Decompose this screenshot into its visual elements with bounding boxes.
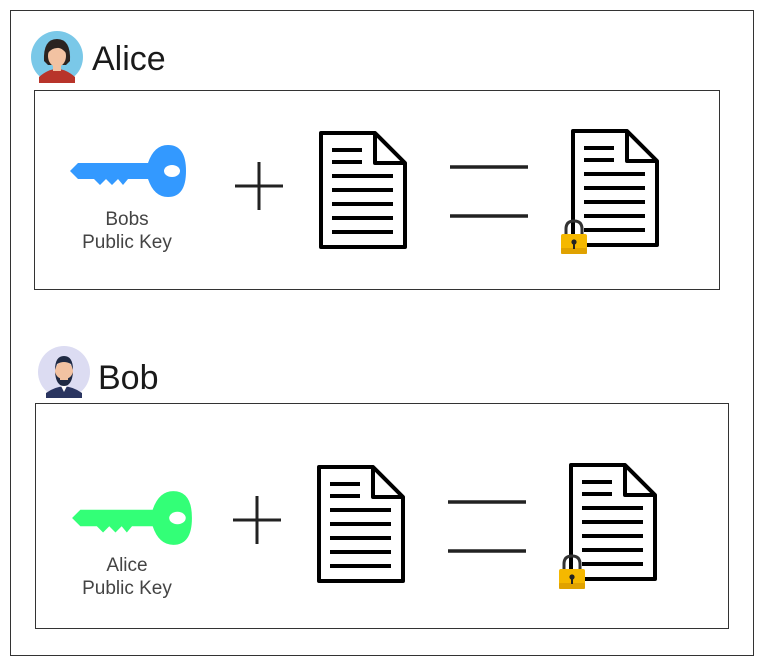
- locked-document-icon: [571, 129, 659, 247]
- alice-avatar: [31, 31, 83, 83]
- equals-icon: [450, 165, 528, 218]
- alice-name: Alice: [92, 40, 166, 78]
- document-icon: [319, 131, 407, 249]
- key-label: Bobs Public Key: [62, 208, 192, 254]
- locked-document-icon: [569, 463, 657, 581]
- key-icon: [72, 491, 192, 545]
- key-label: Alice Public Key: [62, 554, 192, 600]
- lock-icon: [561, 219, 587, 254]
- bob-name: Bob: [98, 359, 159, 397]
- diagram-frame: [10, 10, 754, 656]
- plus-icon: [235, 162, 283, 210]
- key-label-line1: Bobs: [105, 209, 149, 230]
- key-label-line2: Public Key: [82, 578, 172, 599]
- document-icon: [317, 465, 405, 583]
- plus-icon: [233, 496, 281, 544]
- key-label-line2: Public Key: [82, 232, 172, 253]
- key-icon: [70, 145, 186, 197]
- equals-icon: [448, 500, 526, 553]
- lock-icon: [559, 554, 585, 589]
- bob-avatar: [38, 346, 90, 398]
- key-label-line1: Alice: [106, 555, 148, 576]
